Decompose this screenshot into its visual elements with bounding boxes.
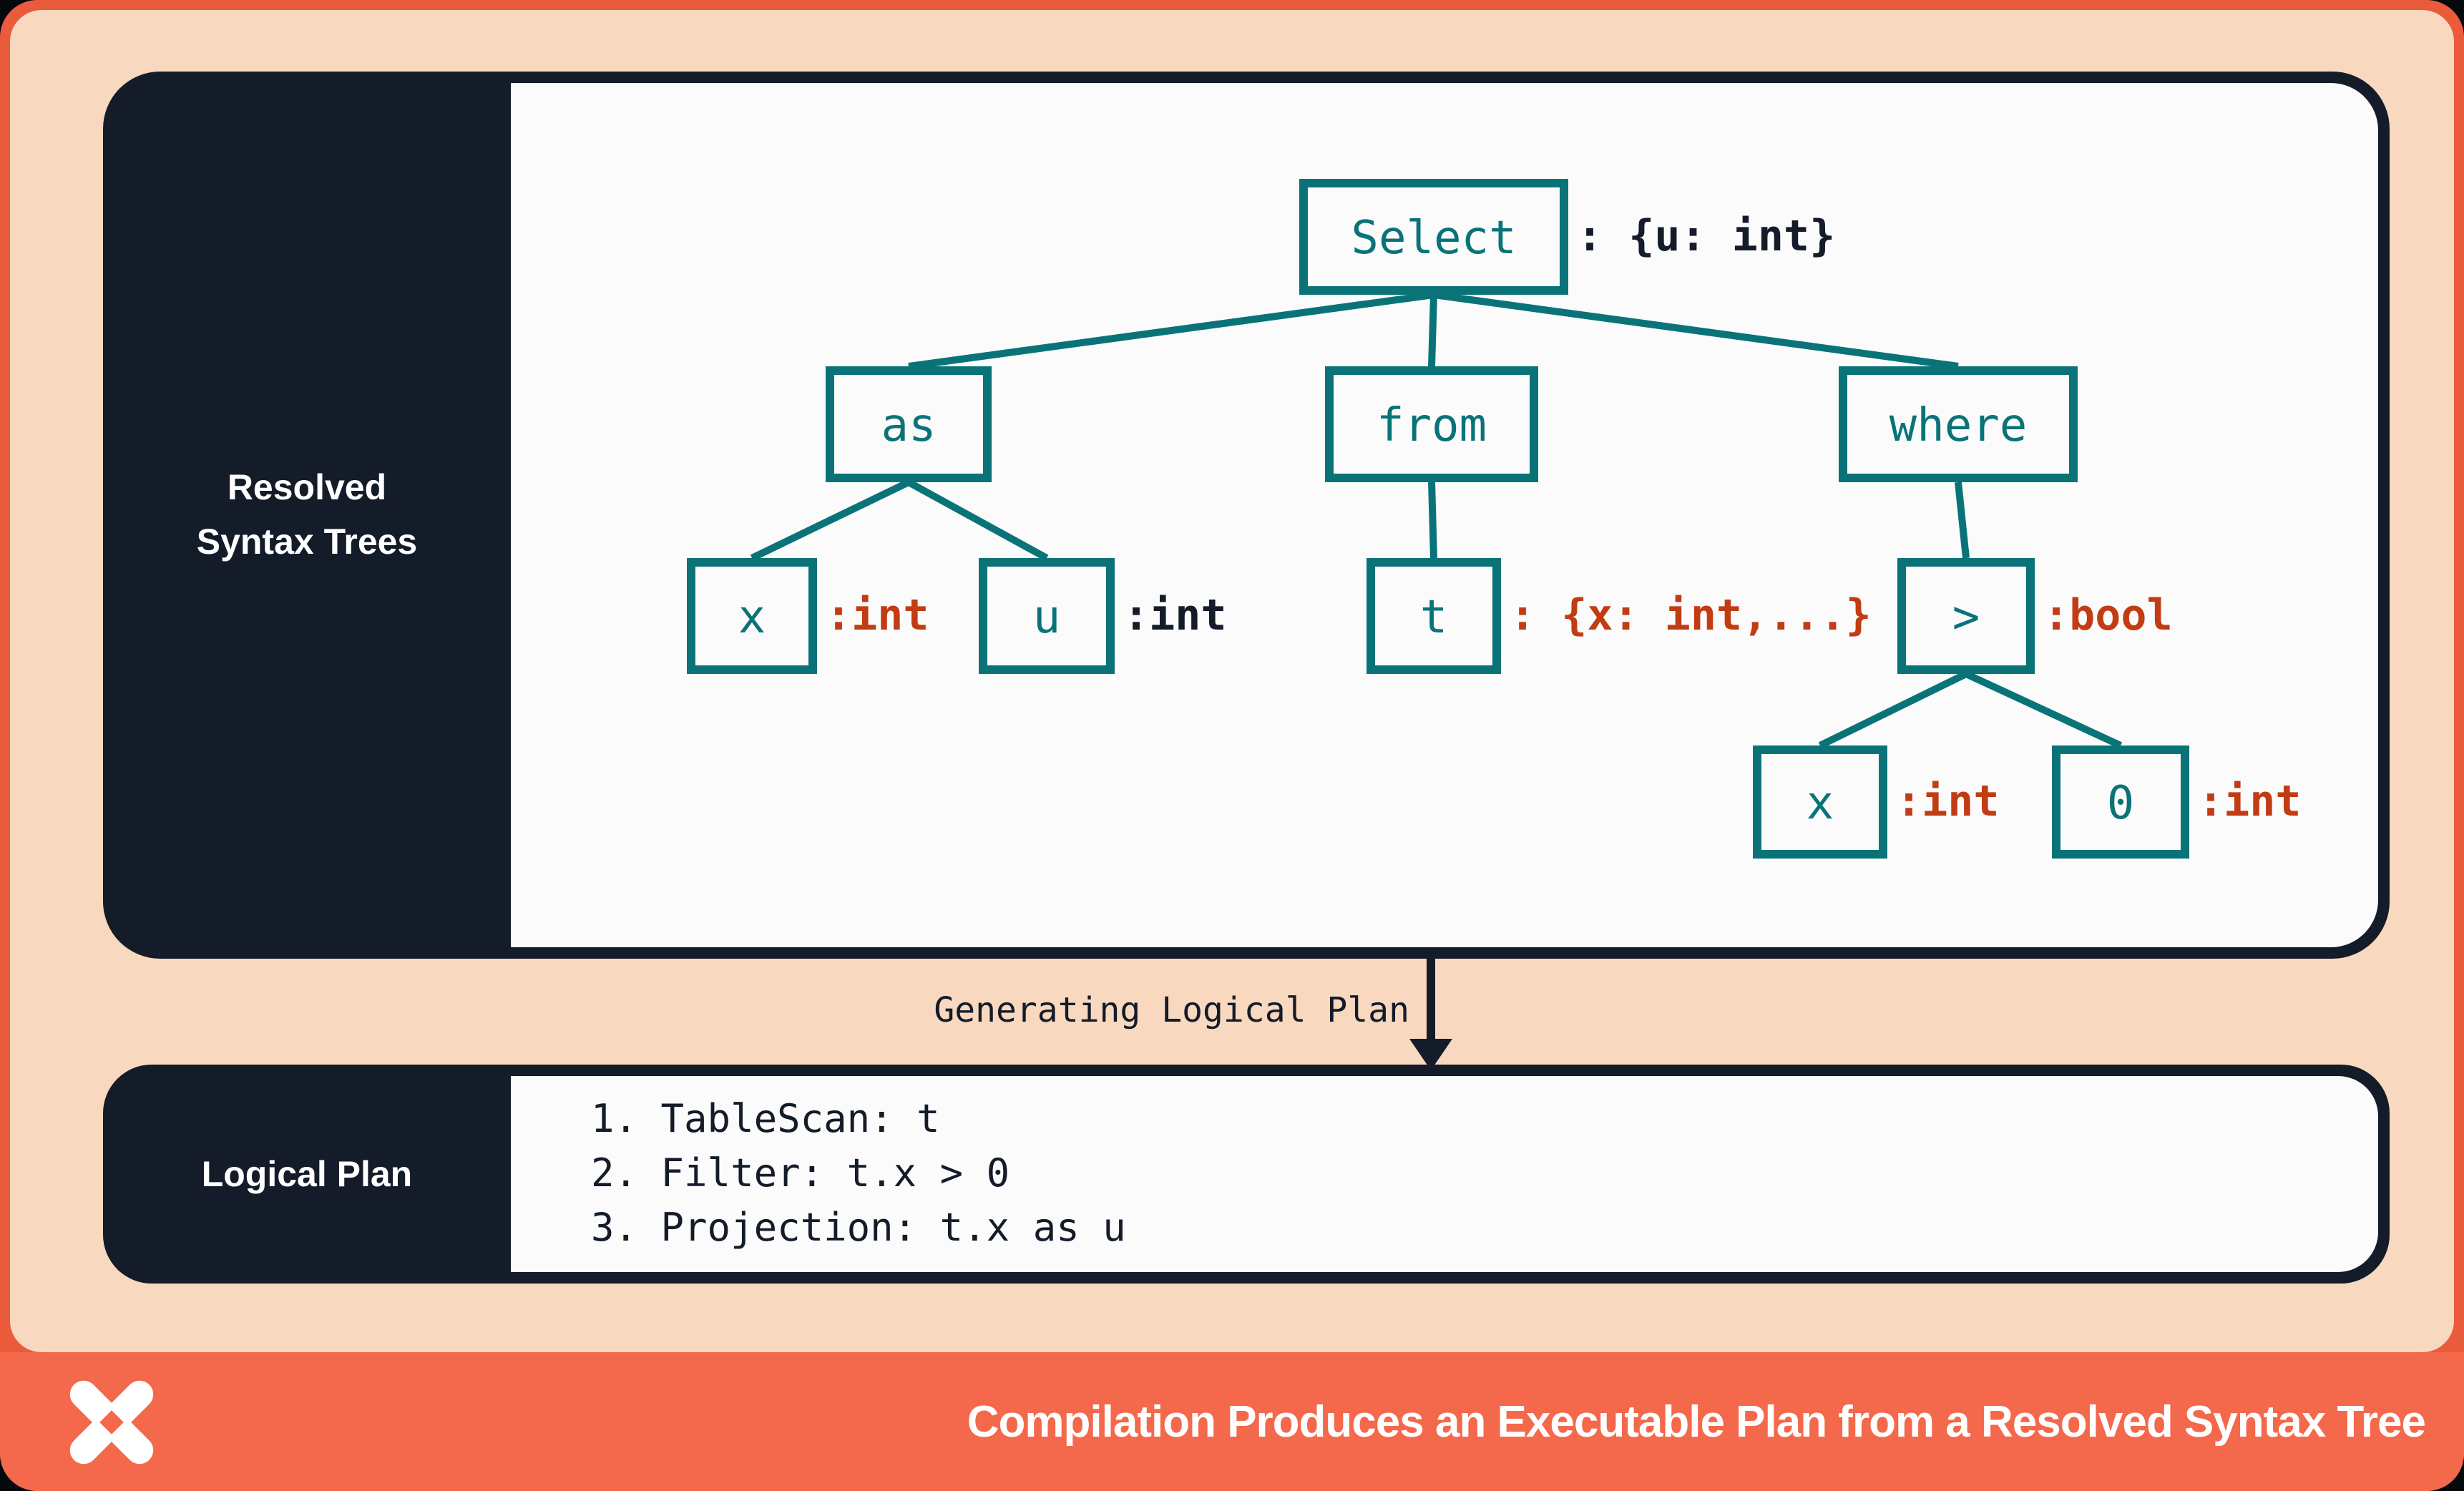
tree-edge-select-from bbox=[1428, 294, 1437, 367]
tree-annotation-t: : {x: int,...} bbox=[1510, 591, 1872, 641]
tree-node-gt: > bbox=[1897, 558, 2035, 674]
logical-plan-panel: Logical Plan 1. TableScan: t 2. Filter: … bbox=[103, 1065, 2390, 1284]
tree-edge-gt-zero bbox=[1964, 670, 2123, 749]
tree-annotation-u: :int bbox=[1123, 591, 1227, 641]
tree-node-t: t bbox=[1367, 558, 1501, 674]
plan-steps: 1. TableScan: t 2. Filter: t.x > 0 3. Pr… bbox=[511, 1076, 2378, 1272]
plan-step-3: 3. Projection: t.x as u bbox=[591, 1206, 1126, 1250]
tree-node-x1: x bbox=[687, 558, 817, 674]
tree-edge-as-x1 bbox=[750, 479, 911, 562]
tree-annotation-gt: :bool bbox=[2043, 591, 2173, 641]
plan-sidebar: Logical Plan bbox=[103, 1065, 511, 1284]
transition-label: Generating Logical Plan bbox=[934, 990, 1409, 1030]
rst-panel-title: Resolved Syntax Trees bbox=[197, 461, 418, 569]
tree-node-zero: 0 bbox=[2052, 746, 2189, 859]
down-arrow-line bbox=[1427, 959, 1435, 1042]
tree-annotation-zero: :int bbox=[2198, 777, 2302, 827]
plan-step-1: 1. TableScan: t bbox=[591, 1097, 940, 1141]
tree-edge-where-gt bbox=[1955, 481, 1970, 559]
tree-annotation-x1: :int bbox=[826, 591, 929, 641]
rst-title-line2: Syntax Trees bbox=[196, 522, 418, 562]
footer-bar: Compilation Produces an Executable Plan … bbox=[0, 1352, 2464, 1491]
tree-edge-gt-x2 bbox=[1818, 670, 1968, 749]
shuriken-logo-icon bbox=[69, 1380, 154, 1465]
tree-node-from: from bbox=[1325, 366, 1538, 482]
tree-edge-as-u bbox=[906, 479, 1049, 562]
tree-node-where: where bbox=[1839, 366, 2078, 482]
tree-annotation-x2: :int bbox=[1896, 777, 2000, 827]
tree-edge-select-as bbox=[908, 291, 1434, 370]
plan-step-2: 2. Filter: t.x > 0 bbox=[591, 1151, 1010, 1196]
tree-node-select: Select bbox=[1299, 179, 1568, 295]
tree-node-x2: x bbox=[1753, 746, 1887, 859]
rst-title-line1: Resolved bbox=[227, 468, 387, 508]
footer-title: Compilation Produces an Executable Plan … bbox=[967, 1396, 2426, 1446]
tree-annotation-select: : {u: int} bbox=[1577, 212, 1836, 262]
tree-node-u: u bbox=[979, 558, 1115, 674]
tree-edges bbox=[750, 291, 2123, 749]
resolved-syntax-trees-panel: Resolved Syntax Trees Select: {u: int} as… bbox=[103, 72, 2390, 959]
tree-edge-from-t bbox=[1428, 481, 1437, 559]
tree-node-as: as bbox=[826, 366, 992, 482]
tree-edge-select-where bbox=[1433, 291, 1959, 370]
plan-panel-title: Logical Plan bbox=[201, 1154, 413, 1194]
rst-sidebar: Resolved Syntax Trees bbox=[103, 72, 511, 959]
